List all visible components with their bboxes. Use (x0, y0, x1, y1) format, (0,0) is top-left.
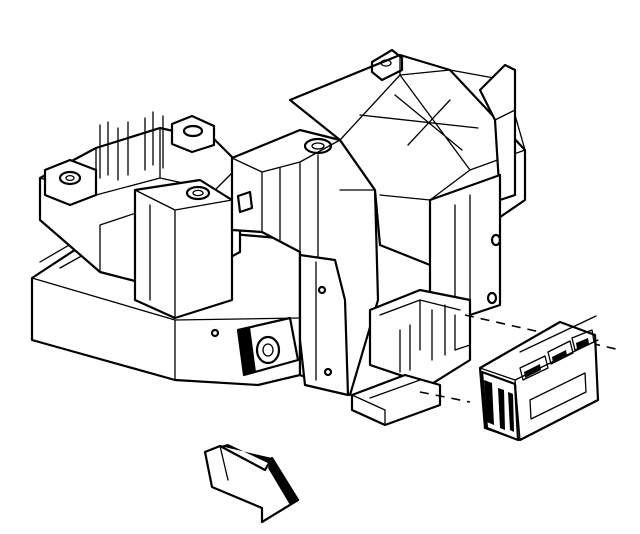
bottom-foot (350, 373, 442, 427)
center-bolt (185, 185, 211, 201)
grommet-knob (255, 335, 281, 365)
module (478, 315, 600, 442)
module-latches (519, 329, 595, 381)
bracket-assembly (30, 48, 527, 427)
module-label (529, 372, 587, 420)
module-connector-dark (484, 380, 494, 425)
right-wall (428, 173, 502, 317)
alignment-guide (419, 314, 621, 403)
arrow-shadow (220, 444, 274, 466)
lower-arm-edges (31, 229, 301, 381)
grommet-shadow (238, 327, 256, 375)
install-direction-arrow (203, 444, 300, 524)
left-boss (43, 158, 98, 207)
front-plate (298, 253, 350, 397)
center-column (133, 178, 234, 320)
top-tab (370, 48, 404, 82)
upper-bolt (303, 137, 333, 155)
arm-hole (210, 328, 220, 338)
housing-pin (236, 190, 254, 214)
right-wall-stud (490, 233, 502, 247)
center-left-boss (170, 114, 216, 154)
left-bolt (58, 170, 82, 186)
